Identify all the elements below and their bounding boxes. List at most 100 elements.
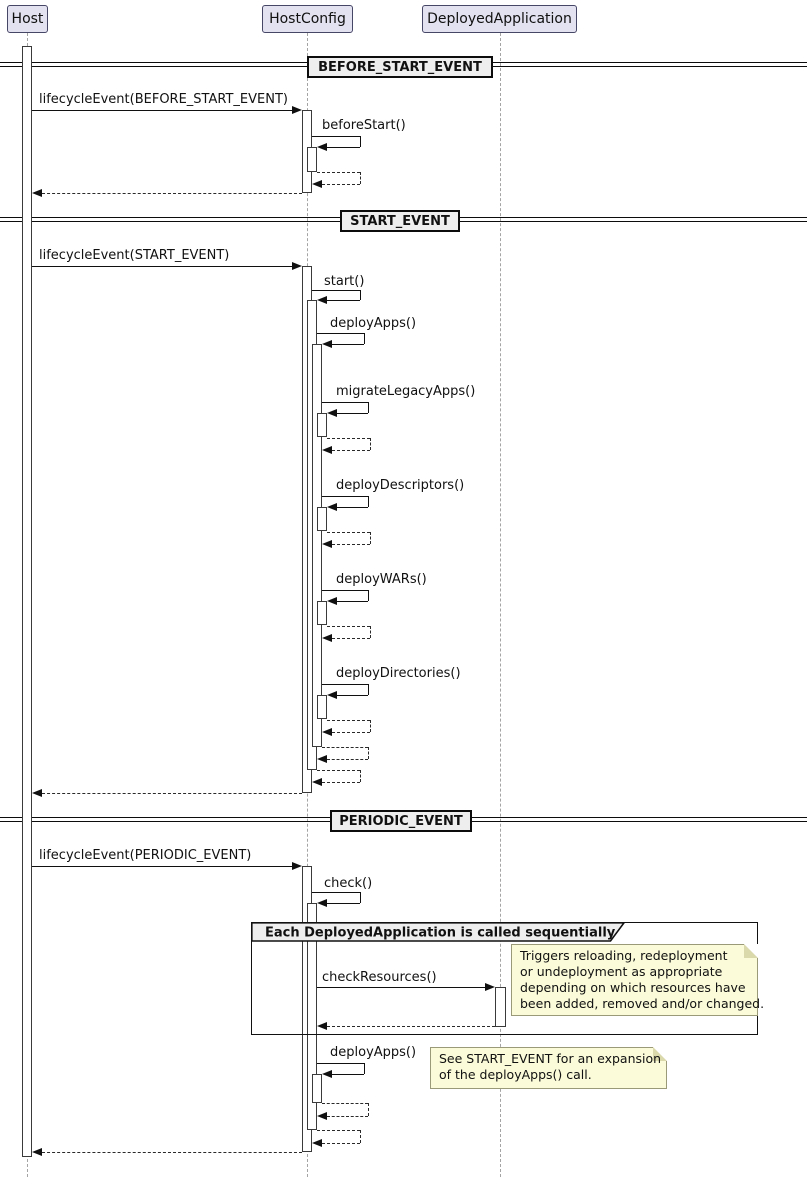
self-call-line [317,333,364,334]
arrowhead [327,409,337,417]
arrowhead [327,597,337,605]
return-line [327,532,370,533]
arrowhead [322,340,332,348]
return-line [368,1103,369,1116]
arrowhead [317,899,327,907]
return-line [317,172,360,173]
return-line [370,438,371,450]
arrowhead [327,503,337,511]
message-label: beforeStart() [322,118,406,133]
divider-label: BEFORE_START_EVENT [318,59,482,75]
self-call-line [317,1063,364,1064]
arrowhead [292,262,302,270]
return-line [368,747,369,759]
arrowhead [317,755,327,763]
message-label: start() [324,274,365,289]
note-check-resources: Triggers reloading, redeployment or unde… [511,944,764,1016]
activation-bar-deployapps [312,1074,322,1103]
activation-bar-hostconfig-nested [307,147,317,172]
arrowhead [327,691,337,699]
return-line [42,1152,302,1153]
self-call-line [360,136,361,147]
return-line [332,450,370,451]
return-line [327,1116,368,1117]
arrowhead [32,1148,42,1156]
note-text: of the deployApps() call. [439,1067,592,1082]
participant-host: Host [7,5,48,33]
self-call-line [360,892,361,903]
self-call-line [312,892,360,893]
message-arrow [32,866,293,867]
activation-bar-sub [317,507,327,531]
return-line [332,732,370,733]
arrowhead [322,634,332,642]
note-text: or undeployment as appropriate [520,964,723,979]
divider-label: START_EVENT [350,213,450,229]
arrowhead [317,1112,327,1120]
arrowhead [292,106,302,114]
message-label: check() [324,876,373,891]
activation-bar-deployapps [312,344,322,747]
return-line [327,438,370,439]
arrowhead [312,778,322,786]
self-call-line [337,601,368,602]
self-call-line [332,344,364,345]
arrowhead [317,143,327,151]
self-call-line [327,903,360,904]
message-label: deployApps() [330,1045,417,1060]
return-line [360,1130,361,1143]
group-header-shape [251,922,626,942]
message-label: checkResources() [322,970,437,985]
arrowhead [32,789,42,797]
message-label: lifecycleEvent(START_EVENT) [39,248,230,263]
divider-before-start-event: BEFORE_START_EVENT [307,56,493,78]
participant-deployedapplication-label: DeployedApplication [427,11,572,27]
self-call-line [368,684,369,695]
return-line [322,1143,360,1144]
arrowhead [317,296,327,304]
divider-start-event: START_EVENT [340,210,460,232]
return-line [332,638,370,639]
return-line [42,193,302,194]
message-label: deployApps() [330,316,417,331]
arrowhead [322,446,332,454]
note-deploy-apps: See START_EVENT for an expansion of the … [430,1047,667,1089]
self-call-line [322,590,368,591]
return-line [360,770,361,782]
message-label: deployWARs() [336,572,427,587]
return-line [322,747,368,748]
message-arrow [32,266,293,267]
arrowhead [485,983,495,991]
activation-bar-check [307,903,317,1130]
return-line [317,770,360,771]
arrowhead [32,189,42,197]
message-label: lifecycleEvent(BEFORE_START_EVENT) [39,92,288,107]
self-call-line [332,1074,364,1075]
return-line [327,626,370,627]
return-line [370,626,371,638]
arrowhead [322,728,332,736]
divider-label: PERIODIC_EVENT [339,813,463,829]
message-label: lifecycleEvent(PERIODIC_EVENT) [39,848,252,863]
activation-bar-host [22,46,32,1157]
note-text: Triggers reloading, redeployment [520,948,728,963]
activation-bar-sub [317,601,327,625]
lifeline-deployedapplication [500,33,501,1177]
arrowhead [312,180,322,188]
participant-hostconfig-label: HostConfig [269,11,346,27]
return-line [317,1130,360,1131]
arrowhead [322,540,332,548]
participant-deployedapplication: DeployedApplication [422,5,577,33]
self-call-line [368,496,369,507]
self-call-line [364,1063,365,1074]
message-label: deployDirectories() [336,666,461,681]
participant-host-label: Host [11,11,44,27]
activation-bar-deployedapplication [495,987,506,1027]
self-call-line [327,300,360,301]
return-line [42,793,302,794]
message-arrow [32,110,293,111]
return-line [370,532,371,544]
self-call-line [368,402,369,413]
return-line [332,544,370,545]
self-call-line [337,413,368,414]
